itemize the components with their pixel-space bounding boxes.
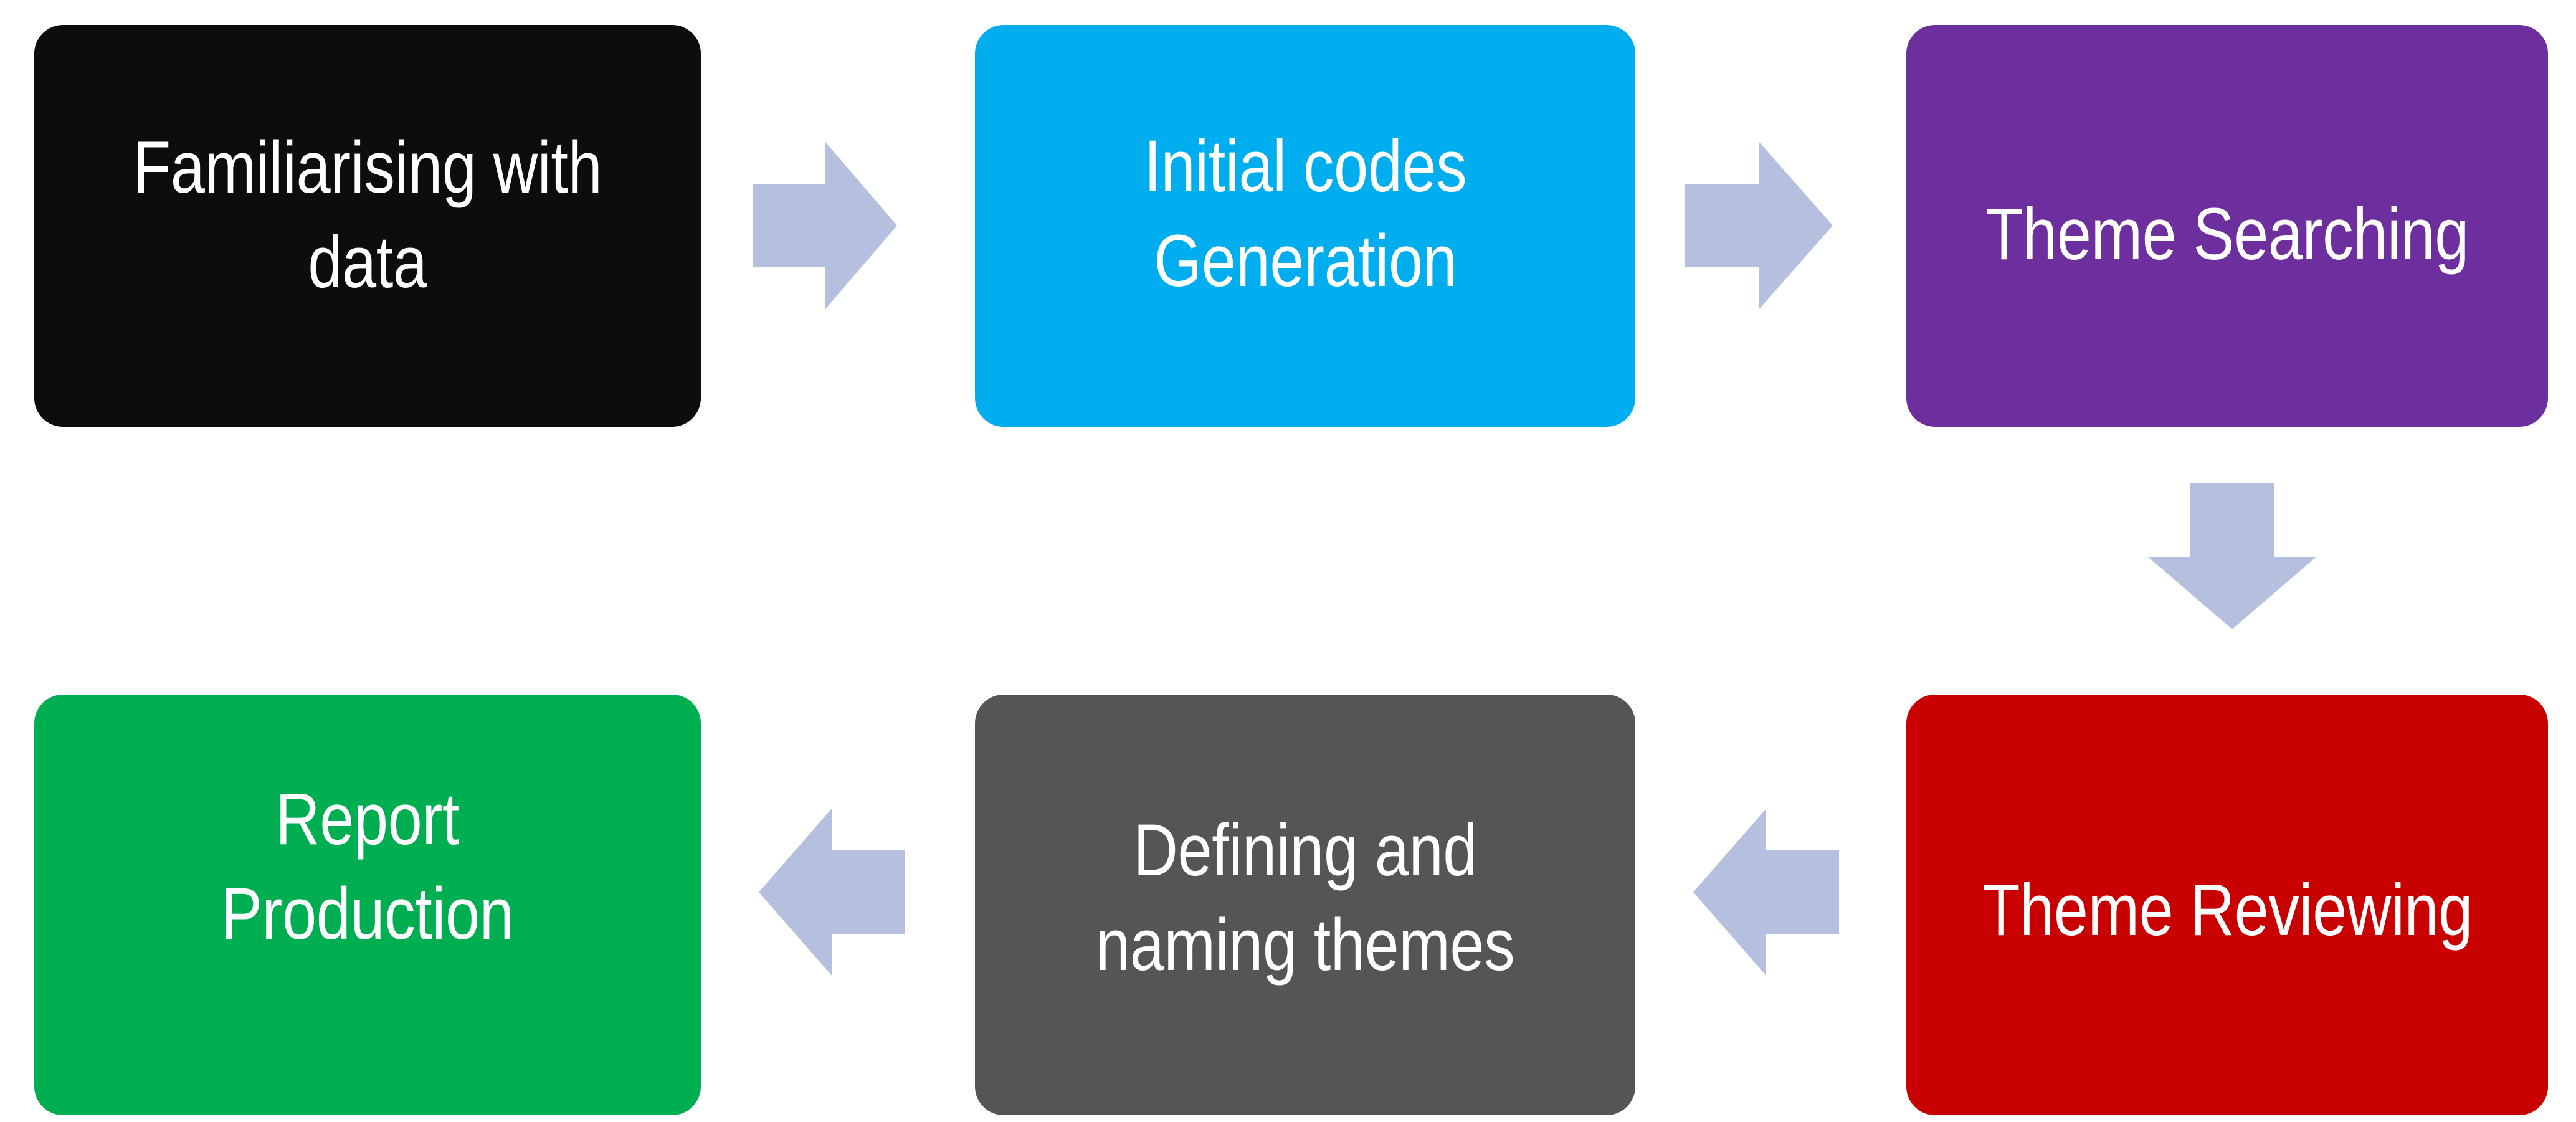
node-defining-and-naming-themes[interactable]: Defining and naming themes bbox=[975, 695, 1635, 1115]
node-initial-codes-generation[interactable]: Initial codes Generation bbox=[975, 25, 1635, 427]
arrow-down-theme-searching-to-theme-reviewing bbox=[2148, 483, 2316, 629]
arrow-right-familiarising-to-initial-codes bbox=[753, 142, 897, 309]
node-theme-reviewing[interactable]: Theme Reviewing bbox=[1906, 695, 2548, 1115]
node-report-production[interactable]: Report Production bbox=[34, 695, 701, 1115]
arrow-left-theme-reviewing-to-defining-naming bbox=[1693, 809, 1839, 976]
arrow-left-defining-naming-to-report-production bbox=[759, 809, 905, 976]
node-label: Initial codes Generation bbox=[1144, 125, 1466, 302]
node-label: Theme Searching bbox=[1985, 193, 2469, 275]
node-label: Defining and naming themes bbox=[1095, 809, 1515, 986]
node-label: Familiarising with data bbox=[133, 126, 602, 303]
arrow-right-initial-codes-to-theme-searching bbox=[1685, 142, 1833, 309]
node-theme-searching[interactable]: Theme Searching bbox=[1906, 25, 2548, 427]
node-label: Theme Reviewing bbox=[1982, 868, 2473, 951]
node-familiarising-with-data[interactable]: Familiarising with data bbox=[34, 25, 701, 427]
node-label: Report Production bbox=[221, 778, 514, 955]
